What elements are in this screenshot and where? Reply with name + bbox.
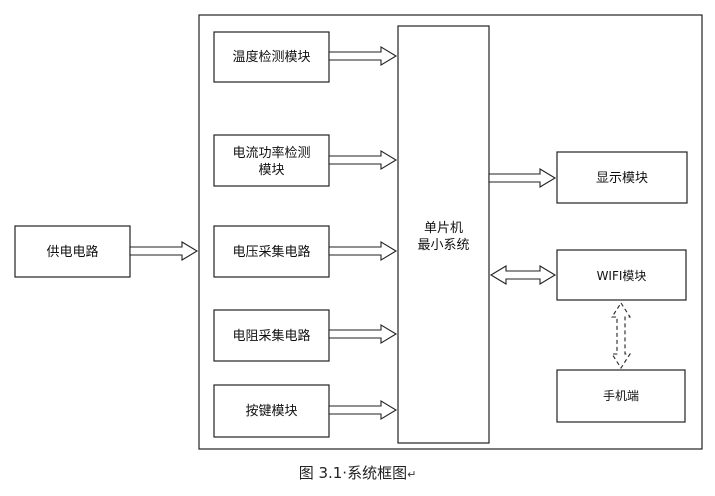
resistance-circuit-block: 电阻采集电路 bbox=[213, 309, 330, 362]
mcu-label-line1: 单片机 bbox=[424, 221, 463, 236]
arrow-resistance-to-mcu bbox=[328, 324, 398, 344]
arrow-mcu-wifi-bidirectional bbox=[489, 265, 557, 285]
figure-caption: 图 3.1·系统框图↵ bbox=[0, 462, 715, 483]
mcu-label-line2: 最小系统 bbox=[417, 238, 469, 253]
current-power-module-label-line1: 电流功率检测 bbox=[232, 145, 310, 161]
temperature-module-label: 温度检测模块 bbox=[232, 49, 310, 65]
mcu-block: 单片机 最小系统 bbox=[397, 25, 490, 444]
phone-block: 手机端 bbox=[556, 369, 686, 423]
paragraph-mark: ↵ bbox=[407, 468, 417, 481]
power-supply-label: 供电电路 bbox=[46, 244, 98, 260]
display-module-label: 显示模块 bbox=[596, 171, 648, 186]
resistance-circuit-label: 电阻采集电路 bbox=[232, 328, 310, 344]
power-supply-block: 供电电路 bbox=[14, 225, 131, 278]
current-power-module-label-line2: 模块 bbox=[258, 163, 284, 178]
system-boundary bbox=[198, 14, 703, 450]
arrow-power-to-voltage bbox=[129, 241, 199, 261]
voltage-circuit-label: 电压采集电路 bbox=[232, 244, 310, 260]
system-block-diagram: 供电电路 温度检测模块 电流功率检测 模块 电压采集电路 电阻采集电路 按键模块… bbox=[14, 14, 703, 450]
wifi-module-block: WIFI模块 bbox=[556, 249, 687, 301]
arrow-keys-to-mcu bbox=[328, 400, 398, 420]
arrow-voltage-to-mcu bbox=[328, 241, 398, 261]
arrow-current-to-mcu bbox=[328, 150, 398, 170]
figure-caption-text: 图 3.1·系统框图 bbox=[298, 464, 408, 482]
keys-module-label: 按键模块 bbox=[245, 404, 297, 419]
arrow-wifi-phone-wireless bbox=[610, 301, 632, 370]
arrow-mcu-to-display bbox=[488, 168, 557, 188]
arrow-temp-to-mcu bbox=[328, 46, 398, 66]
voltage-circuit-block: 电压采集电路 bbox=[213, 225, 330, 278]
keys-module-block: 按键模块 bbox=[213, 384, 330, 438]
display-module-block: 显示模块 bbox=[556, 151, 688, 204]
phone-label: 手机端 bbox=[603, 389, 639, 403]
current-power-module-block: 电流功率检测 模块 bbox=[213, 134, 330, 187]
temperature-module-block: 温度检测模块 bbox=[213, 31, 330, 83]
wifi-module-label: WIFI模块 bbox=[597, 269, 647, 283]
